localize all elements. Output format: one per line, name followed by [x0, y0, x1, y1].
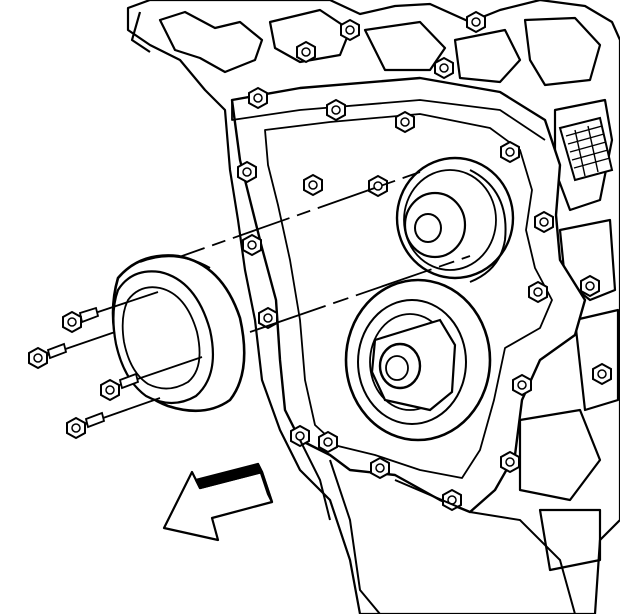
crankshaft-seal: [111, 254, 246, 413]
seal-bolts: [28, 291, 203, 439]
bolt-2: [28, 331, 116, 369]
bolt-1: [62, 291, 159, 333]
oil-pan: [299, 439, 576, 614]
idler-pulley: [395, 156, 515, 283]
crankshaft-bore: [344, 278, 492, 442]
hatched-block: [558, 116, 614, 182]
bolt-4: [66, 397, 161, 439]
direction-arrow: [162, 462, 274, 542]
bolt-3: [100, 356, 203, 401]
